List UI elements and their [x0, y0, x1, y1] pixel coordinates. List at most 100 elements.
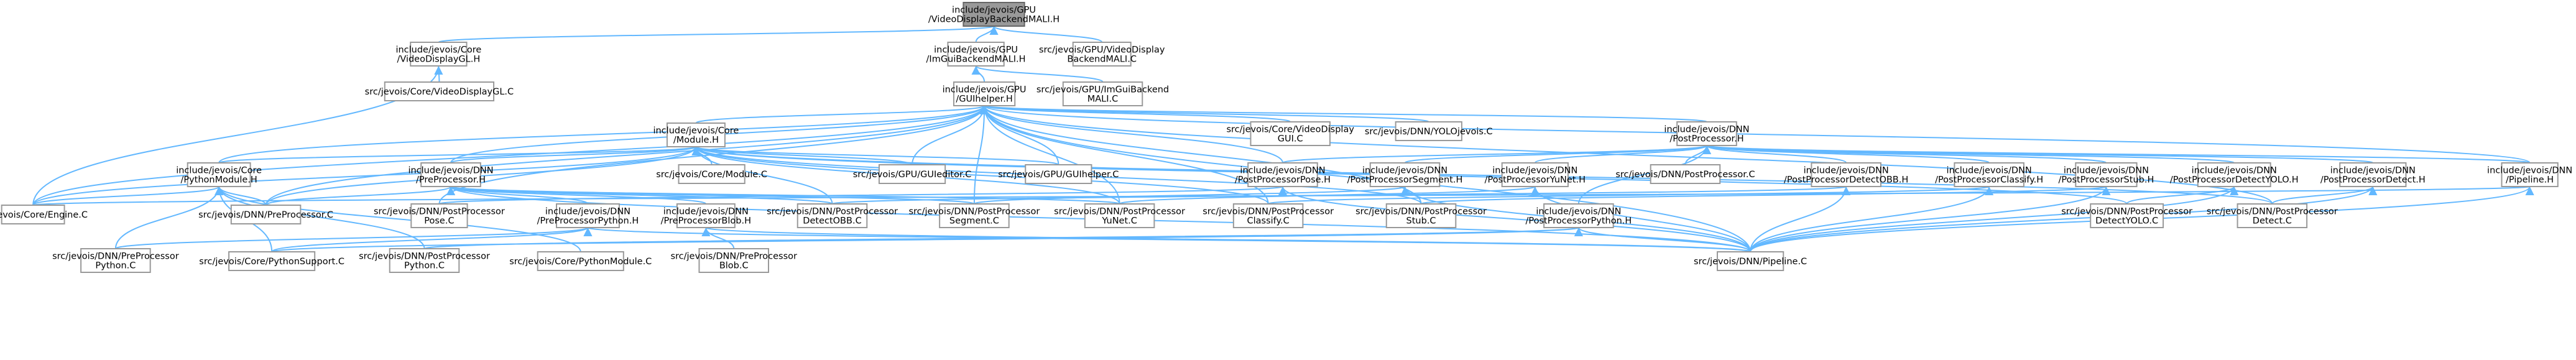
graph-node[interactable]: include/jevois/DNN/PostProcessorYuNet.H	[1485, 162, 1586, 187]
graph-edge	[691, 146, 1269, 205]
graph-node-box	[555, 203, 620, 228]
graph-node[interactable]: include/jevois/Core/Module.H	[653, 122, 739, 147]
graph-node[interactable]: src/jevois/DNN/PostProcessorClassify.C	[1203, 203, 1334, 228]
graph-node[interactable]: src/jevois/DNN/PreProcessorBlob.C	[670, 248, 797, 273]
graph-edge	[218, 146, 700, 164]
graph-edge	[215, 186, 581, 252]
graph-node[interactable]: include/jevois/DNN/PostProcessorClassify…	[1935, 162, 2043, 187]
graph-node-label: src/jevois/DNN/PostProcessor	[359, 252, 490, 262]
graph-node[interactable]: include/jevois/DNN/PostProcessorStub.H	[2059, 162, 2154, 187]
graph-node[interactable]: include/jevois/DNN/PreProcessor.H	[408, 162, 494, 187]
graph-node-box	[666, 122, 726, 147]
graph-edge	[980, 105, 1120, 205]
graph-node-box	[1, 205, 65, 224]
graph-node[interactable]: include/jevois/GPU/VideoDisplayBackendMA…	[928, 2, 1059, 27]
graph-node-box	[1025, 164, 1092, 184]
graph-edge	[265, 105, 989, 206]
graph-node-box	[2501, 162, 2559, 187]
graph-node-label: /ImGuiBackendMALI.H	[926, 55, 1026, 65]
graph-node[interactable]: include/jevois/DNN/PostProcessorSegment.…	[1347, 162, 1463, 187]
graph-node-label: include/jevois/DNN	[663, 207, 749, 217]
graph-edge	[114, 227, 592, 249]
graph-edge	[1703, 145, 2374, 164]
graph-node[interactable]: src/jevois/GPU/GUIhelper.C	[998, 164, 1119, 184]
graph-node-box	[953, 81, 1016, 106]
graph-node[interactable]: src/jevois/GPU/ImGuiBackendMALI.C	[1036, 81, 1169, 106]
graph-node-box	[1954, 162, 2024, 187]
graph-edge	[1534, 145, 1711, 164]
graph-edge	[1577, 145, 1711, 205]
graph-node[interactable]: include/jevois/Core/PythonModule.H	[176, 162, 262, 187]
graph-node[interactable]: src/jevois/DNN/PreProcessorPython.C	[52, 248, 179, 273]
graph-edge	[980, 105, 2273, 205]
graph-node[interactable]: include/jevois/DNN/PreProcessorBlob.H	[661, 203, 751, 228]
graph-node-box	[878, 164, 946, 184]
graph-node[interactable]: include/jevois/DNN/PreProcessorPython.H	[537, 203, 639, 228]
graph-node[interactable]: src/jevois/DNN/PostProcessorStub.C	[1355, 203, 1487, 228]
graph-node-box	[1084, 203, 1155, 228]
graph-node[interactable]: src/jevois/Core/Engine.C	[0, 205, 88, 224]
graph-node-label: src/jevois/GPU/GUIeditor.C	[853, 170, 972, 180]
graph-node[interactable]: src/jevois/DNN/PostProcessorDetectOBB.C	[767, 203, 898, 228]
graph-node[interactable]: src/jevois/DNN/Pipeline.C	[1694, 251, 1807, 271]
graph-node-box	[410, 42, 468, 67]
graph-node[interactable]: include/jevois/DNN/PostProcessorDetect.H	[2320, 162, 2426, 187]
graph-node-label: include/jevois/GPU	[943, 85, 1027, 95]
graph-edge	[32, 105, 989, 206]
graph-node-label: src/jevois/DNN/PreProcessor.C	[198, 210, 333, 220]
graph-node-box	[2075, 162, 2138, 187]
graph-edge	[1750, 186, 2378, 252]
graph-edge	[980, 105, 1059, 165]
graph-node[interactable]: src/jevois/DNN/PostProcessorPose.C	[374, 203, 505, 228]
graph-node-box	[420, 162, 481, 187]
graph-node[interactable]: include/jevois/DNN/PostProcessorDetectOB…	[1784, 162, 1908, 187]
graph-node-label: include/jevois/Core	[653, 126, 739, 136]
graph-node-label: include/jevois/GPU	[952, 6, 1036, 16]
graph-node-label: src/jevois/GPU/GUIhelper.C	[998, 170, 1119, 180]
graph-node[interactable]: src/jevois/DNN/PostProcessorDetectYOLO.C	[2061, 203, 2192, 228]
graph-node-label: src/jevois/DNN/PostProcessor	[2207, 207, 2338, 217]
graph-edge	[114, 186, 224, 249]
graph-node[interactable]: include/jevois/DNN/PostProcessor.H	[1664, 121, 1750, 146]
graph-node[interactable]: src/jevois/DNN/PostProcessorPython.C	[359, 248, 490, 273]
graph-node[interactable]: src/jevois/DNN/YOLOjevois.C	[1365, 121, 1493, 141]
graph-node[interactable]: src/jevois/DNN/PostProcessor.C	[1615, 164, 1755, 184]
graph-edge	[271, 227, 1582, 252]
graph-node[interactable]: include/jevois/GPU/ImGuiBackendMALI.H	[926, 42, 1026, 67]
graph-node-label: Classify.C	[1247, 216, 1289, 226]
graph-node-label: BackendMALI.C	[1067, 55, 1137, 65]
graph-edge	[702, 227, 1752, 252]
graph-node[interactable]: include/jevois/DNN/Pipeline.H	[2487, 162, 2572, 187]
graph-node[interactable]: src/jevois/Core/VideoDisplayGL.C	[365, 81, 514, 101]
graph-edge	[1750, 186, 1851, 252]
graph-node-label: src/jevois/DNN/PostProcessor	[767, 207, 898, 217]
graph-node-box	[228, 251, 316, 271]
graph-edge	[218, 105, 989, 164]
graph-node[interactable]: src/jevois/Core/PythonModule.C	[509, 251, 652, 271]
graph-node-label: /PostProcessorPose.H	[1235, 175, 1331, 185]
graph-node-label: src/jevois/GPU/ImGuiBackend	[1036, 85, 1169, 95]
graph-edge	[1278, 186, 1752, 252]
graph-node[interactable]: src/jevois/DNN/PostProcessorYuNet.C	[1054, 203, 1185, 228]
graph-node[interactable]: src/jevois/DNN/PostProcessorSegment.C	[908, 203, 1040, 228]
graph-node[interactable]: src/jevois/Core/Module.C	[656, 164, 767, 184]
graph-node[interactable]: src/jevois/DNN/PostProcessorDetect.C	[2207, 203, 2338, 228]
graph-node[interactable]: src/jevois/DNN/PreProcessor.C	[198, 205, 333, 224]
graph-node[interactable]: src/jevois/GPU/VideoDisplayBackendMALI.C	[1039, 42, 1165, 67]
graph-node[interactable]: include/jevois/DNN/PostProcessorDetectYO…	[2170, 162, 2299, 187]
graph-node-label: include/jevois/DNN	[1362, 166, 1447, 176]
graph-node[interactable]: src/jevois/GPU/GUIeditor.C	[853, 164, 972, 184]
graph-edge	[271, 227, 593, 252]
graph-node[interactable]: include/jevois/GPU/GUIhelper.H	[943, 81, 1027, 106]
graph-edge	[447, 186, 1120, 205]
graph-node[interactable]: src/jevois/Core/PythonSupport.C	[199, 251, 344, 271]
graph-node-label: src/jevois/Core/PythonSupport.C	[199, 257, 344, 267]
graph-node-label: DetectOBB.C	[803, 216, 861, 226]
graph-node[interactable]: include/jevois/Core/VideoDisplayGL.H	[395, 42, 481, 67]
graph-node-label: /VideoDisplayBackendMALI.H	[928, 15, 1059, 25]
graph-node[interactable]: include/jevois/DNN/PostProcessorPython.H	[1525, 203, 1632, 228]
graph-edge	[973, 186, 1409, 205]
graph-node-box	[410, 203, 468, 228]
graph-node[interactable]: include/jevois/DNN/PostProcessorPose.H	[1235, 162, 1331, 187]
